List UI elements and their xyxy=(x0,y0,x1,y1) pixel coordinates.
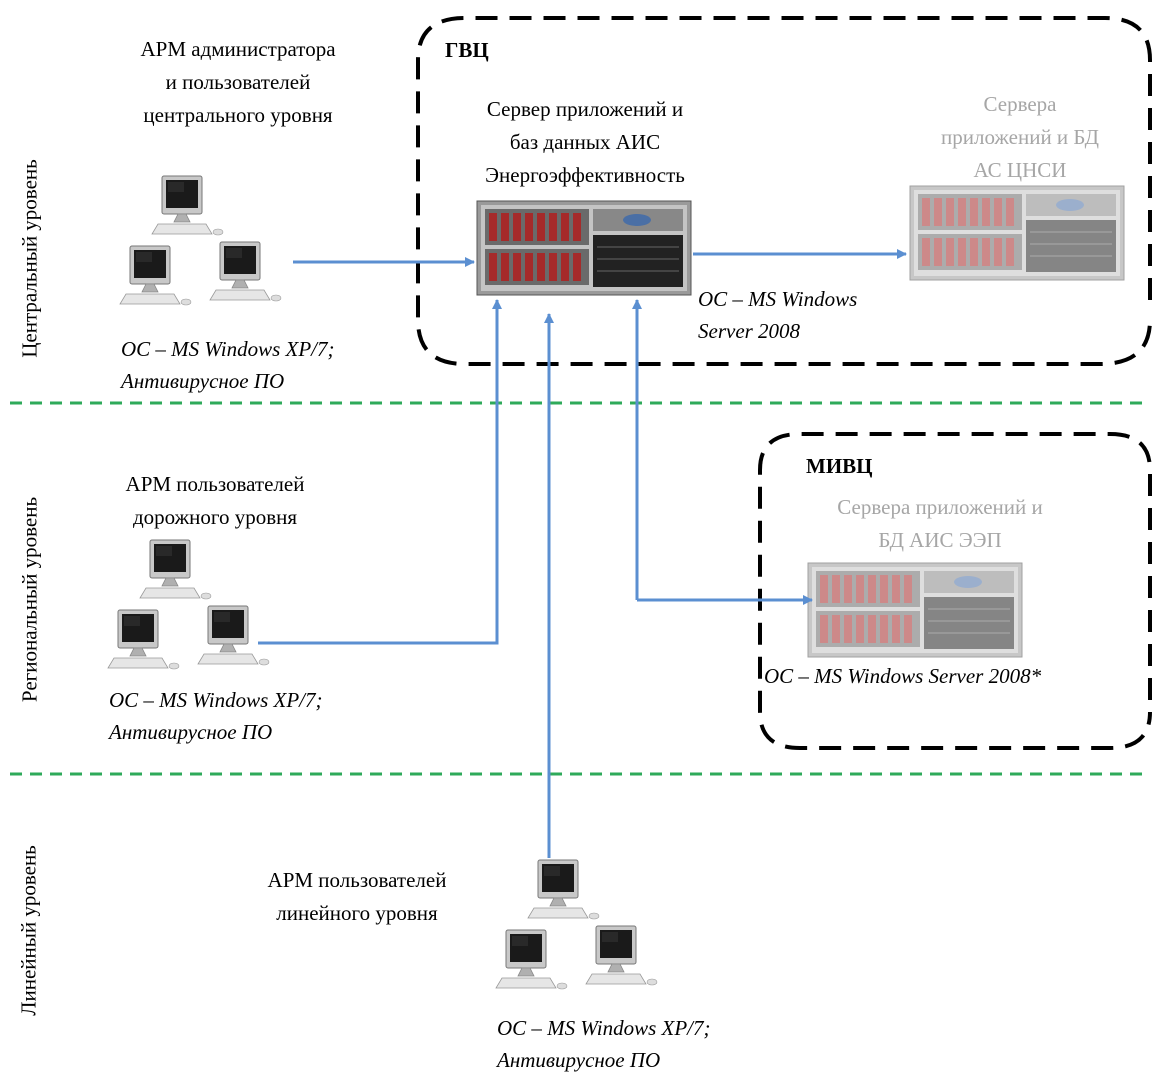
gvc-server-label: Сервер приложений и баз данных АИС Энерг… xyxy=(485,97,685,187)
mivc-server-label: Сервера приложений и БД АИС ЭЭП xyxy=(837,495,1043,552)
level-label-linear: Линейный уровень xyxy=(16,845,41,1016)
regional-computers-icon xyxy=(108,540,269,669)
mivc-title: МИВЦ xyxy=(806,454,873,478)
gvc-boundary xyxy=(416,16,1152,366)
gvc-server-icon xyxy=(476,200,692,296)
gvc-server-os: ОС – MS Windows Server 2008 xyxy=(698,287,858,343)
ascnsi-server-icon xyxy=(909,185,1125,281)
linear-computers-icon xyxy=(496,860,657,989)
regional-workstations-label: АРМ пользователей дорожного уровня xyxy=(125,472,305,529)
gvc-title: ГВЦ xyxy=(445,38,489,62)
mivc-boundary xyxy=(758,432,1152,750)
mivc-server-os: ОС – MS Windows Server 2008* xyxy=(764,664,1042,688)
ascnsi-label: Сервера приложений и БД АС ЦНСИ xyxy=(940,92,1100,182)
level-label-regional: Региональный уровень xyxy=(17,496,42,703)
arrow-regional-to-gvc xyxy=(258,299,502,645)
central-workstations-label: АРМ администратора и пользователей центр… xyxy=(140,37,336,127)
mivc-server-icon xyxy=(807,562,1023,658)
level-label-central: Центральный уровень xyxy=(17,159,42,358)
regional-workstations-os: ОС – MS Windows XP/7; Антивирусное ПО xyxy=(109,688,323,744)
central-computers-icon xyxy=(120,176,281,305)
central-workstations-os: ОС – MS Windows XP/7; Антивирусное ПО xyxy=(121,337,335,393)
linear-workstations-os: ОС – MS Windows XP/7; Антивирусное ПО xyxy=(497,1016,711,1072)
linear-workstations-label: АРМ пользователей линейного уровня xyxy=(267,868,447,925)
